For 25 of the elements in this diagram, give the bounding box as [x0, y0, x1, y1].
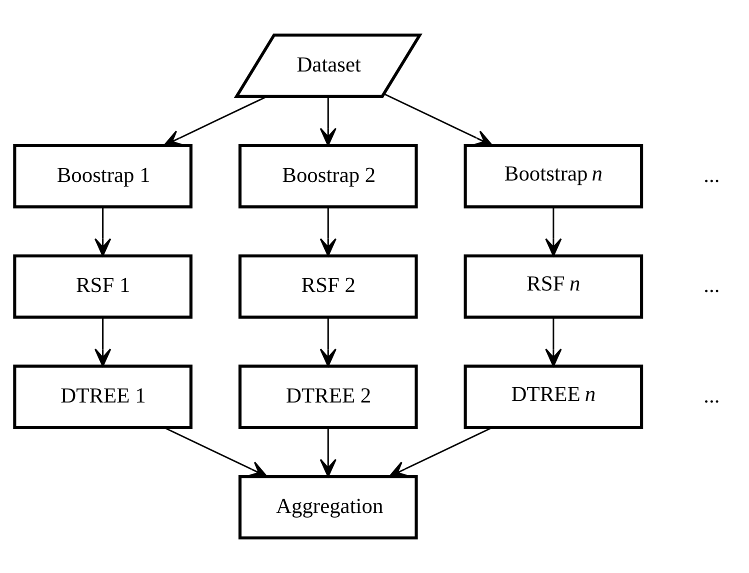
- arrow: [164, 427, 268, 478]
- arrow: [320, 207, 336, 256]
- label: ...: [704, 273, 720, 298]
- node-box: DTREE n: [464, 364, 644, 430]
- label: ...: [704, 384, 720, 408]
- arrow: [320, 428, 336, 478]
- node-box: Boostrap 2: [238, 144, 418, 208]
- node-box: RSF 1: [13, 254, 192, 319]
- arrow: [164, 96, 267, 146]
- arrow: [545, 207, 562, 256]
- label: ...: [704, 162, 720, 187]
- arrow: [545, 317, 562, 367]
- arrow: [388, 427, 492, 478]
- node-box: RSF n: [464, 254, 644, 319]
- arrow: [320, 96, 336, 146]
- node-box: RSF 2: [238, 254, 418, 319]
- arrow: [320, 317, 336, 367]
- node-box: Bootstrap n: [464, 144, 644, 208]
- node-box: Aggregation: [238, 475, 418, 540]
- arrow: [94, 207, 112, 256]
- arrow: [384, 93, 493, 146]
- arrow: [94, 317, 112, 367]
- node-box: Boostrap 1: [13, 144, 192, 208]
- node-box: DTREE 2: [238, 364, 418, 430]
- node-box: DTREE 1: [13, 364, 192, 430]
